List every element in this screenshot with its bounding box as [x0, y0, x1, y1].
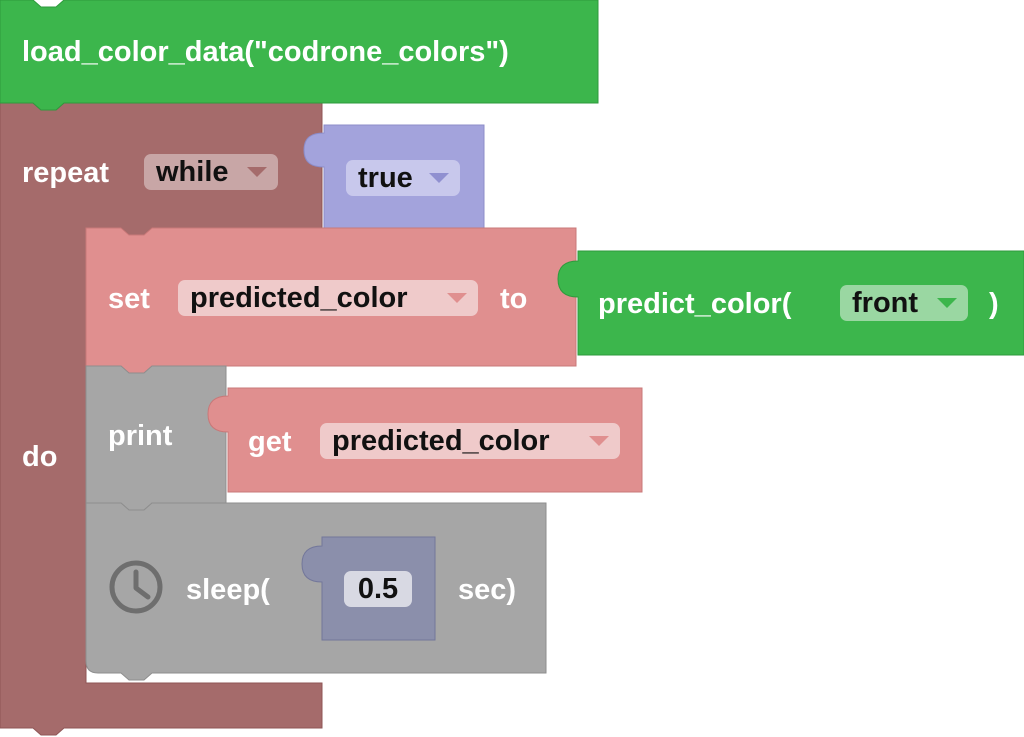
boolean-dropdown[interactable]: true: [346, 160, 460, 196]
chevron-down-icon: [247, 167, 267, 177]
repeat-mode-dropdown[interactable]: while: [144, 154, 278, 190]
print-label: print: [108, 420, 173, 452]
sleep-unit-label: sec): [458, 574, 517, 606]
predict-color-label: predict_color(: [598, 288, 792, 320]
clock-icon: [109, 560, 163, 614]
sleep-duration-value: 0.5: [357, 573, 399, 605]
to-label: to: [500, 283, 528, 315]
set-variable-name: predicted_color: [190, 282, 408, 314]
chevron-down-icon: [589, 436, 609, 446]
set-variable-dropdown[interactable]: predicted_color: [178, 280, 478, 316]
get-label: get: [248, 426, 292, 458]
predict-color-block[interactable]: [557, 250, 1024, 356]
load-color-data-label: load_color_data("codrone_colors"): [22, 36, 509, 68]
sensor-dropdown[interactable]: front: [840, 285, 968, 321]
predict-close-paren: ): [989, 288, 999, 320]
repeat-label: repeat: [22, 157, 110, 189]
do-label: do: [22, 441, 58, 473]
get-variable-name: predicted_color: [332, 425, 550, 457]
load-color-data-block[interactable]: [0, 0, 599, 111]
set-label: set: [108, 283, 150, 315]
get-variable-dropdown[interactable]: predicted_color: [320, 423, 620, 459]
sleep-label: sleep(: [186, 574, 270, 606]
chevron-down-icon: [447, 293, 467, 303]
repeat-mode-value: while: [156, 156, 229, 188]
boolean-value: true: [358, 162, 413, 194]
chevron-down-icon: [937, 298, 957, 308]
chevron-down-icon: [429, 173, 449, 183]
sleep-duration-input[interactable]: 0.5: [344, 571, 412, 607]
sensor-value: front: [852, 287, 919, 319]
